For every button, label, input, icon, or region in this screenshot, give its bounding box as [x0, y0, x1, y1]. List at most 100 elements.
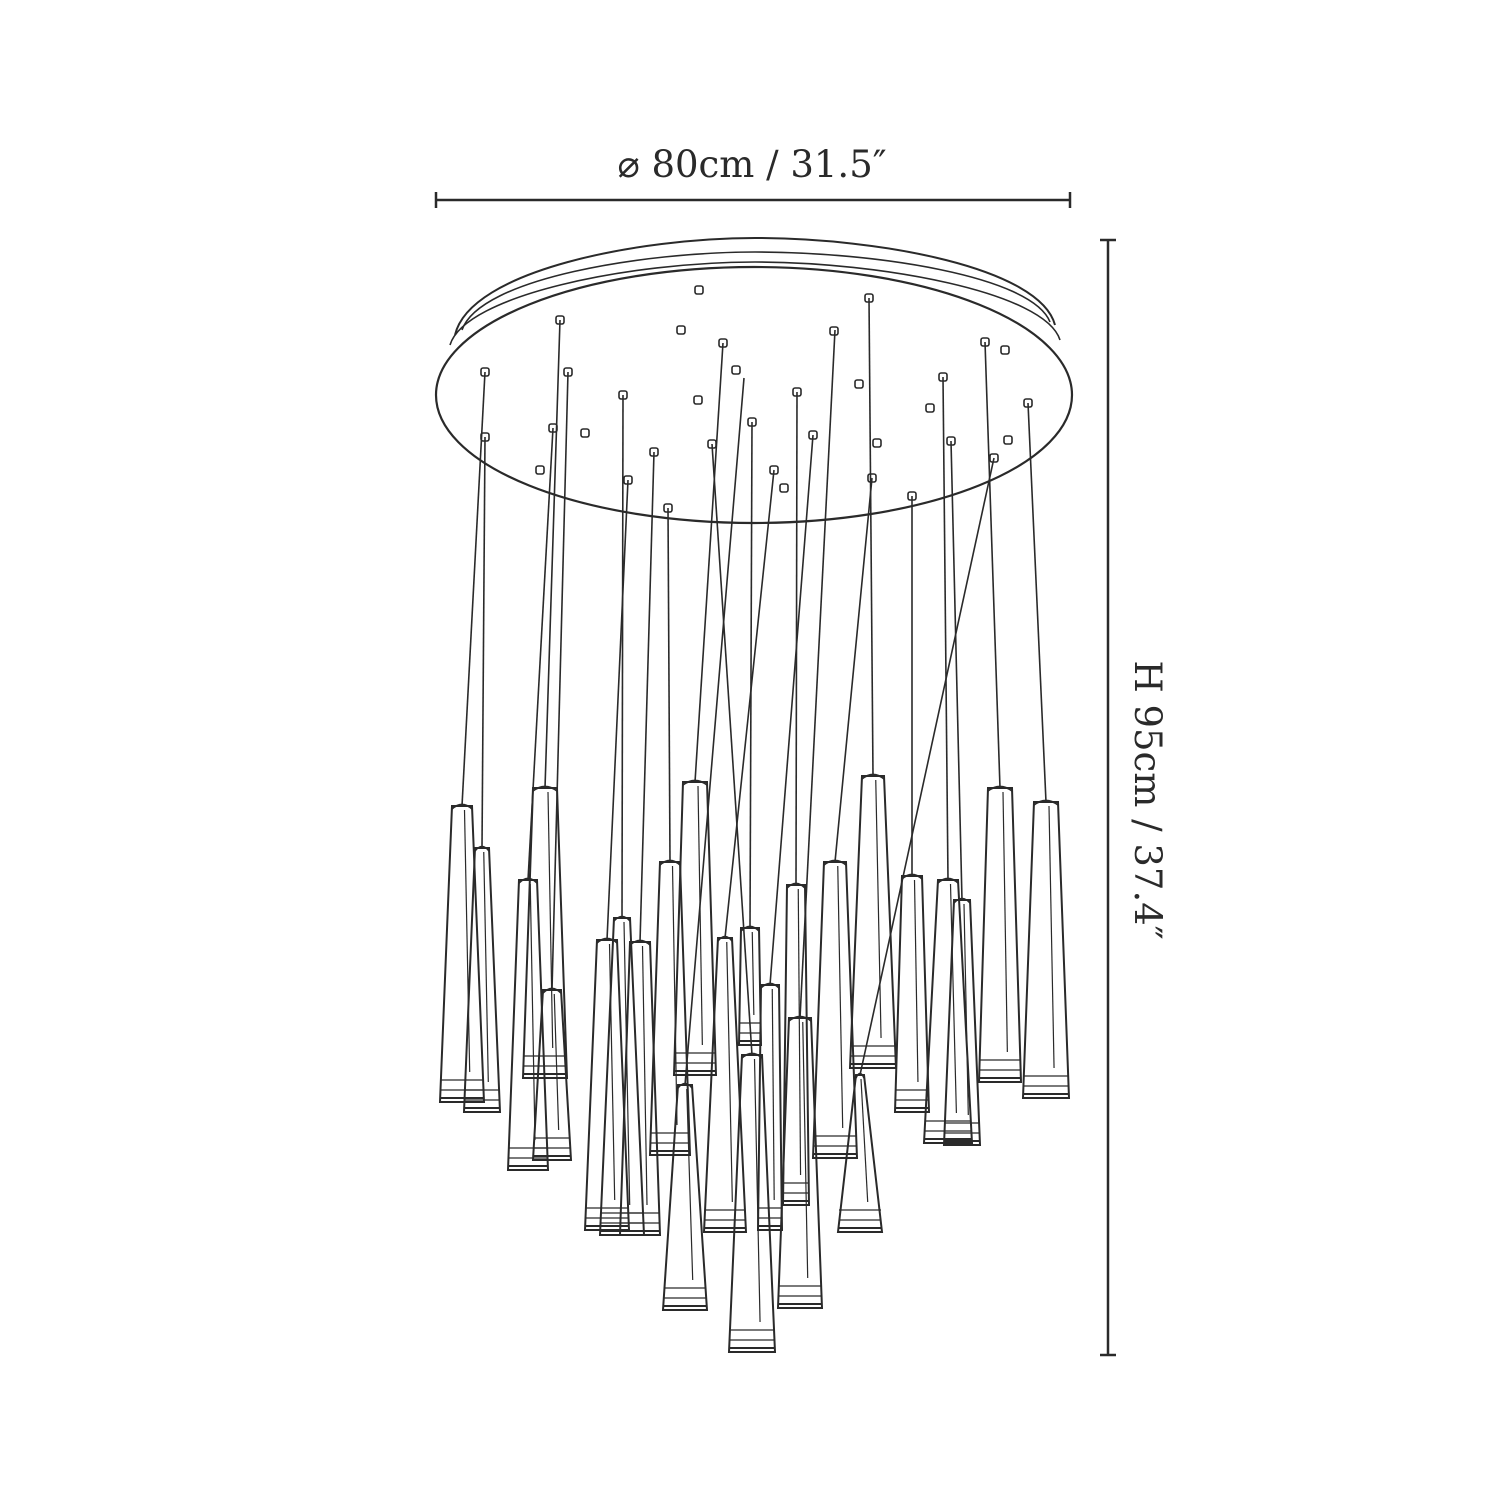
pendant-cap-9 [659, 859, 681, 866]
pendant-tube-11 [702, 935, 748, 1233]
anchor-dot-12 [854, 379, 864, 389]
pendant-tube-17 [893, 873, 931, 1113]
anchor-dot-7 [1000, 345, 1010, 355]
pendant-facet-2 [547, 791, 554, 1049]
anchor-dot-15 [693, 395, 703, 405]
pendant-cap-7 [629, 939, 651, 946]
pendant-body-22 [1021, 801, 1071, 1099]
pendant-tube-21 [836, 1072, 884, 1233]
pendant-body-11 [702, 937, 748, 1233]
pendant-cap-11 [717, 935, 733, 942]
pendant-tube-13 [756, 982, 784, 1231]
anchor-dot-10 [731, 365, 741, 375]
pendant-facet-10 [751, 931, 755, 1016]
pendant-tube-7 [618, 939, 662, 1236]
pendant-cap-14 [788, 1015, 812, 1022]
suspension-cables [461, 297, 1047, 1086]
pendant-tube-16 [811, 859, 859, 1159]
pendant-facet-4 [553, 993, 560, 1131]
cable-24 [711, 443, 753, 1056]
cable-7 [639, 451, 655, 943]
pendant-facet-18 [949, 883, 957, 1114]
pendant-facet-7 [641, 945, 648, 1206]
anchor-dot-22 [808, 430, 818, 440]
pendant-cap-24 [741, 1052, 763, 1059]
height-dimension: H 95cm / 37.4″ [1100, 238, 1169, 1357]
pendant-cap-8 [682, 779, 708, 786]
pendant-tube-1 [462, 845, 502, 1113]
anchor-dot-16 [1023, 398, 1033, 408]
anchor-dot-28 [989, 453, 999, 463]
anchor-dot-17 [925, 403, 935, 413]
anchor-dot-9 [563, 367, 573, 377]
anchor-dot-14 [618, 390, 628, 400]
pendant-cap-23 [677, 1082, 693, 1089]
pendant-body-24 [727, 1054, 777, 1353]
pendant-facet-20 [1002, 791, 1008, 1053]
cable-6 [606, 479, 629, 941]
cable-23 [684, 377, 745, 1086]
pendant-facet-6 [608, 943, 616, 1201]
cable-5 [621, 394, 624, 919]
pendant-tube-9 [648, 859, 692, 1156]
pendant-cap-5 [613, 915, 631, 922]
anchor-dot-8 [480, 367, 490, 377]
height-label: H 95cm / 37.4″ [1126, 660, 1169, 939]
cable-16 [834, 477, 873, 863]
pendant-facet-15 [875, 779, 882, 1039]
pendant-body-17 [893, 875, 931, 1113]
pendant-tube-24 [727, 1052, 777, 1353]
pendant-cap-3 [518, 877, 538, 884]
anchor-dot-5 [718, 338, 728, 348]
pendant-tube-4 [531, 987, 573, 1161]
anchor-dot-31 [623, 475, 633, 485]
pendant-body-13 [756, 984, 784, 1231]
pendant-tubes [438, 773, 1071, 1353]
pendant-facet-22 [1048, 805, 1055, 1069]
pendant-facet-13 [771, 988, 775, 1201]
ceiling-canopy [434, 236, 1074, 525]
pendant-cap-12 [786, 882, 806, 889]
pendant-tube-18 [922, 877, 974, 1144]
pendant-body-20 [977, 787, 1023, 1083]
pendant-tube-14 [776, 1015, 824, 1309]
pendant-facet-17 [913, 879, 919, 1083]
diameter-label: ⌀ 80cm / 31.5″ [617, 143, 886, 186]
pendant-cap-22 [1033, 799, 1059, 806]
pendant-cap-4 [542, 987, 562, 994]
pendant-body-14 [776, 1017, 824, 1309]
pendant-tube-2 [521, 785, 569, 1079]
cable-20 [984, 341, 1001, 789]
anchor-dot-0 [694, 285, 704, 295]
pendant-body-0 [438, 805, 486, 1103]
pendant-facet-9 [671, 865, 678, 1126]
cable-13 [769, 434, 814, 986]
anchor-dot-19 [548, 423, 558, 433]
pendant-facet-19 [963, 903, 969, 1116]
pendant-body-4 [531, 989, 573, 1161]
anchor-dot-4 [829, 326, 839, 336]
pendant-facet-12 [797, 888, 802, 1176]
cable-2 [544, 319, 561, 789]
pendant-body-2 [521, 787, 569, 1079]
pendant-body-7 [618, 941, 662, 1236]
anchor-dot-25 [946, 436, 956, 446]
pendant-facet-1 [483, 851, 489, 1083]
pendant-facet-16 [837, 865, 844, 1129]
pendant-tube-22 [1021, 799, 1071, 1099]
pendant-cap-21 [855, 1072, 865, 1079]
pendant-cap-16 [823, 859, 847, 866]
pendant-cap-2 [532, 785, 558, 792]
canopy-disc [434, 265, 1074, 525]
pendant-tube-23 [661, 1082, 709, 1311]
canopy-anchor-dots [480, 285, 1033, 513]
cable-22 [1027, 402, 1047, 803]
pendant-cap-20 [987, 785, 1013, 792]
pendant-facet-8 [697, 785, 703, 1046]
pendant-cap-17 [901, 873, 923, 880]
pendant-body-12 [781, 884, 811, 1206]
pendant-body-1 [462, 847, 502, 1113]
anchor-dot-20 [580, 428, 590, 438]
pendant-body-23 [661, 1084, 709, 1311]
anchor-dot-30 [769, 465, 779, 475]
